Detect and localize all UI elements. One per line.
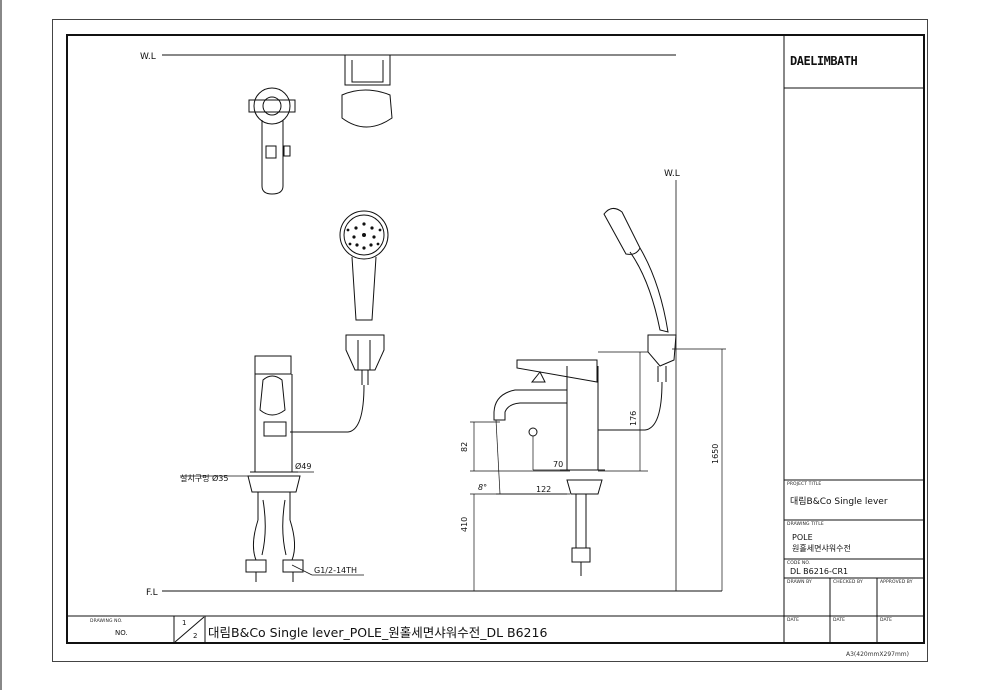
approved-by-label: APPROVED BY	[880, 580, 913, 585]
diameter-49-label: Ø49	[295, 461, 311, 471]
wall-holder-top-view	[341, 55, 393, 128]
dimension-82: 82	[460, 442, 469, 452]
no-label: NO.	[115, 629, 128, 637]
dimension-122: 122	[536, 485, 551, 494]
drawing-title-line2: 원홀세면샤워수전	[792, 544, 851, 553]
code-no-label: CODE NO.	[787, 561, 811, 566]
inner-border	[66, 34, 925, 644]
mounting-hole-label: 설치구멍 Ø35	[180, 473, 228, 483]
angle-label: 8°	[478, 483, 487, 492]
dimension-1650: 1650	[711, 444, 720, 464]
drawn-by-label: DRAWN BY	[787, 580, 812, 585]
sheet-number: 1	[182, 619, 187, 627]
faucet-front-view	[245, 355, 304, 582]
page-size-label: A3(420mmX297mm)	[846, 651, 909, 658]
company-logo: DAELIMBATH	[790, 54, 858, 68]
dimension-lines	[180, 348, 726, 591]
outer-border	[52, 19, 928, 662]
drawing-no-label: DRAWING NO.	[90, 619, 123, 624]
project-title-label: PROJECT TITLE	[787, 482, 822, 487]
drawing-full-title: 대림B&Co Single lever_POLE_원홀세면샤워수전_DL B62…	[208, 625, 548, 640]
project-title-value: 대림B&Co Single lever	[790, 497, 888, 507]
shower-nozzle-dots	[346, 222, 382, 250]
dimension-176: 176	[629, 411, 638, 426]
dimension-410: 410	[460, 517, 469, 532]
wl-right-label: W.L	[664, 169, 680, 179]
wl-top-label: W.L	[140, 52, 156, 62]
drawing-title-label: DRAWING TITLE	[787, 522, 824, 527]
dimension-70: 70	[553, 460, 563, 469]
page-edge-line	[0, 0, 2, 690]
fl-label: F.L	[146, 588, 158, 598]
sheet-total: 2	[193, 632, 198, 640]
date-label-checked: DATE	[833, 618, 846, 623]
faucet-side-view	[493, 359, 605, 576]
date-label-drawn: DATE	[787, 618, 800, 623]
top-view-lever	[248, 87, 296, 195]
hand-shower-front-view	[290, 210, 389, 433]
thread-label: G1/2-14TH	[314, 566, 357, 575]
code-no-value: DL B6216-CR1	[790, 567, 849, 576]
hand-shower-side-view	[598, 208, 677, 431]
checked-by-label: CHECKED BY	[833, 580, 863, 585]
title-block-grid	[67, 36, 925, 643]
date-label-approved: DATE	[880, 618, 893, 623]
drawing-title-line1: POLE	[792, 533, 813, 542]
